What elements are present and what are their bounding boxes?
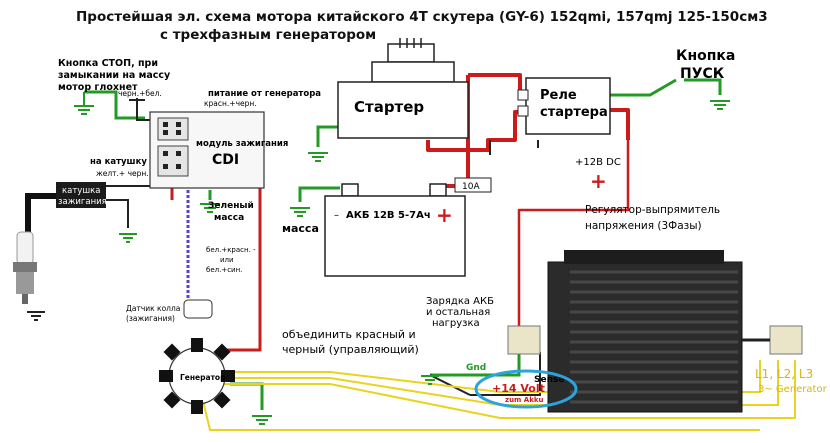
fuse bbox=[454, 177, 492, 193]
spark-plug-icon bbox=[13, 231, 37, 304]
wire-color-label: черн.+бел. bbox=[118, 89, 162, 98]
ignition-coil bbox=[56, 182, 106, 208]
wire-color-label: бел.+красн. - bbox=[206, 246, 256, 254]
ground-icon bbox=[27, 311, 45, 321]
ht-lead bbox=[25, 193, 56, 232]
regulator-label: напряжения (3Фазы) bbox=[585, 220, 702, 232]
output-voltage-label: +14 Volt bbox=[492, 382, 545, 395]
charging-label: нагрузка bbox=[432, 318, 480, 329]
ground-icon bbox=[308, 152, 328, 162]
hall-sensor bbox=[183, 299, 213, 319]
ground-icon bbox=[200, 203, 220, 213]
stop-button-label: Кнопка СТОП, при bbox=[58, 58, 158, 69]
wire-color-label: или bbox=[220, 256, 234, 264]
coil-label: катушка bbox=[62, 186, 100, 196]
ground-icon bbox=[119, 233, 137, 243]
combine-note: объединить красный и bbox=[282, 328, 416, 341]
combine-note: черный (управляющий) bbox=[282, 343, 419, 356]
hall-sensor-label: Датчик колла bbox=[126, 304, 180, 313]
ground-icon bbox=[290, 207, 310, 217]
fuse-label: 10A bbox=[462, 182, 480, 192]
stop-button-label: замыкании на массу bbox=[58, 70, 171, 81]
cdi-pins bbox=[163, 122, 181, 169]
charging-label: и остальная bbox=[426, 307, 490, 318]
output-highlight bbox=[474, 369, 578, 409]
phase-labels: L1, L2, L3 bbox=[755, 367, 813, 381]
start-button-label: ПУСК bbox=[680, 66, 725, 82]
gnd-label: Gnd bbox=[466, 363, 486, 373]
cdi-connector-bottom bbox=[157, 145, 189, 177]
three-phase-generator-label: 3~ Generator bbox=[758, 384, 828, 395]
cdi-connector-top bbox=[157, 117, 189, 141]
ground-icon bbox=[74, 92, 94, 115]
title-line2: с трехфазным генератором bbox=[160, 27, 376, 43]
generator-stator-icon bbox=[159, 338, 235, 414]
coil-label: зажигания bbox=[58, 197, 107, 207]
battery-label: АКБ 12В 5-7Ач bbox=[346, 210, 431, 221]
generator-power-label: питание от генератора bbox=[208, 89, 321, 99]
hall-sensor-label: (зажигания) bbox=[126, 314, 175, 323]
green-mass-label: Зеленый bbox=[208, 201, 254, 211]
ground-icon bbox=[421, 375, 439, 385]
relay-terminal bbox=[517, 89, 529, 101]
green-mass-label: масса bbox=[214, 213, 244, 223]
cdi-label: CDI bbox=[212, 152, 239, 168]
output-zum-akku-label: zum Akku bbox=[505, 396, 544, 404]
to-coil-label: на катушку bbox=[90, 157, 147, 167]
wire-color-label: желт.+ черн. bbox=[96, 169, 149, 178]
charging-label: Зарядка АКБ bbox=[426, 296, 494, 307]
ground-icon bbox=[710, 100, 730, 110]
relay-label: стартера bbox=[540, 105, 608, 120]
battery-plus-sign: + bbox=[436, 203, 453, 227]
regulator-rectifier bbox=[507, 250, 803, 413]
ground-symbols bbox=[27, 92, 730, 425]
title-line1: Простейшая эл. схема мотора китайского 4… bbox=[76, 9, 768, 25]
start-button-label: Кнопка bbox=[676, 48, 735, 64]
plus-sign: + bbox=[590, 169, 607, 193]
wire-color-label: бел.+син. bbox=[206, 266, 242, 274]
generator-label: Генератор bbox=[180, 373, 226, 382]
stop-button-label: мотор глохнет bbox=[58, 82, 138, 93]
battery bbox=[324, 183, 466, 277]
regulator-label: Регулятор-выпрямитель bbox=[585, 204, 720, 216]
wire-color-label: красн.+черн. bbox=[204, 99, 257, 108]
ignition-module-label: модуль зажигания bbox=[196, 139, 288, 149]
battery-minus-sign: – bbox=[334, 210, 339, 221]
dc-voltage-label: +12В DC bbox=[575, 157, 621, 168]
relay-label: Реле bbox=[540, 88, 577, 103]
relay-terminal bbox=[517, 105, 529, 117]
ground-icon bbox=[252, 415, 272, 425]
sense-label: Sense bbox=[534, 375, 564, 385]
starter-motor bbox=[337, 38, 469, 139]
starter-label: Стартер bbox=[354, 98, 424, 116]
mass-label: масса bbox=[282, 222, 319, 235]
